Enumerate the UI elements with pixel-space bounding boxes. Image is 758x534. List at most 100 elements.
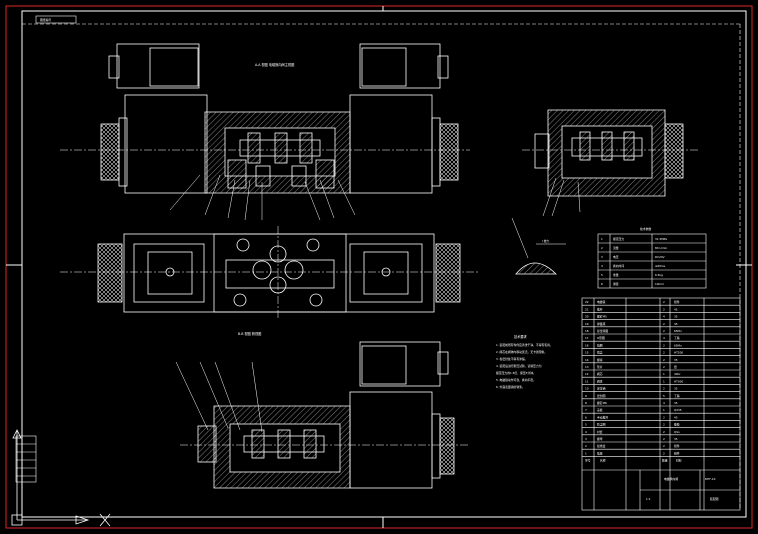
bom-material: 纸 (674, 365, 677, 369)
bom-name: 手动推杆 (597, 415, 608, 419)
bom-name: 弹簧座 (597, 322, 606, 326)
bom-qty: 2 (663, 343, 665, 347)
bom-name: O形圈 (597, 336, 605, 340)
bom-no: 13 (585, 365, 589, 369)
ucs-icon (11, 429, 111, 527)
bom-no: 4 (585, 430, 587, 434)
bom-no: 22 (585, 300, 589, 304)
bom-no: 18 (585, 329, 589, 333)
bom-no: 10 (585, 387, 589, 391)
bom-no: 7 (585, 408, 587, 412)
bom-no: 3 (585, 437, 587, 441)
tech-item: 额定压力的1.5倍，保压5分钟。 (496, 371, 536, 375)
spec-row-name: 电压 (613, 255, 619, 259)
spec-row-name: 重量 (613, 273, 619, 277)
title-block: 电磁换向阀 DHF-10 1:1 装配图 (582, 469, 740, 510)
spec-row-no: 4 (601, 264, 603, 268)
bom-header-cell: 数量 (662, 459, 668, 463)
bom-qty: 2 (663, 358, 665, 362)
bom-no: 16 (585, 343, 589, 347)
bom-qty: 2 (663, 430, 665, 434)
bom-material: 35 (674, 315, 678, 319)
bom-material: 组件 (674, 451, 680, 455)
bom-name: 垫片 (597, 365, 603, 369)
bom-no: 15 (585, 351, 589, 355)
stamp-text: 图纸编号 (40, 18, 51, 22)
section-view-label: B-B 视图 俯视图 (238, 331, 261, 336)
bom-material: HT300 (674, 379, 683, 383)
bom-name: 防尘圈 (597, 423, 606, 427)
tech-title: 技术要求 (514, 334, 528, 339)
bom-name: 复位弹簧 (597, 329, 608, 333)
bom-material: 45 (674, 322, 678, 326)
bom-qty: 2 (663, 307, 665, 311)
bom-no: 8 (585, 401, 587, 405)
bom-no: 1 (585, 451, 587, 455)
bom-material: 65Mn (674, 343, 682, 347)
bom-no: 12 (585, 372, 589, 376)
top-view (60, 226, 480, 320)
bom-qty: 2 (663, 437, 665, 441)
bom-qty: 2 (663, 387, 665, 391)
bom-header-cell: 名称 (600, 459, 606, 463)
spec-row-value: 6.5kg (655, 273, 663, 277)
bom-material: 丁腈 (674, 394, 680, 398)
spec-row-no: 1 (601, 237, 603, 241)
spec-row-value: 80 L/min (655, 246, 667, 250)
bom-name: 螺塞 (597, 358, 603, 362)
bom-material: 丁腈 (674, 336, 680, 340)
bom-name: 盖板 (597, 408, 603, 412)
detail-view: I 放大 (511, 217, 566, 275)
bom-no: 19 (585, 322, 589, 326)
spec-title: 技术参数 (640, 227, 651, 231)
bom-material: 35 (674, 358, 678, 362)
spec-row-value: ≤60ms (655, 264, 666, 268)
title-sheet: 装配图 (710, 497, 719, 501)
spec-row-no: 3 (601, 255, 603, 259)
bom-qty: 2 (663, 423, 665, 427)
spec-row-value: DC24V (655, 255, 665, 259)
tech-item: 1. 装配前所有零件应清洗干净，不得有毛刺。 (496, 343, 553, 347)
bom-name: 挡圈 (597, 343, 603, 347)
bom-qty: 2 (663, 322, 665, 326)
spec-row-name: 额定压力 (613, 237, 624, 241)
tech-item: 5. 电磁铁动作可靠，换向平稳。 (496, 378, 536, 382)
bom-name: 端盖 (597, 351, 603, 355)
bom-name: 定位销 (597, 387, 606, 391)
bom-qty: 2 (663, 329, 665, 333)
bom-material: 45 (674, 307, 678, 311)
title-scale: 1:1 (646, 497, 651, 501)
bom-qty: 2 (663, 444, 665, 448)
spec-row-no: 6 (601, 282, 603, 286)
bom-name: 密封圈 (597, 394, 606, 398)
tech-item: 2. 阀芯在阀体内移动灵活，无卡滞现象。 (496, 350, 547, 354)
bom-qty: 2 (663, 415, 665, 419)
bom-no: 21 (585, 307, 589, 311)
drawing-frame (5, 5, 753, 529)
bom-qty: 1 (663, 372, 665, 376)
spec-row-no: 2 (601, 246, 603, 250)
bom-qty: 2 (663, 451, 665, 455)
bom-no: 9 (585, 394, 587, 398)
bom-name: 接线盒 (597, 444, 606, 448)
bom-name: 推杆 (597, 307, 603, 311)
bom-material: 35 (674, 401, 678, 405)
bom-name: 阀体 (597, 379, 603, 383)
bom-header-cell: 材料 (676, 459, 682, 463)
bom-no: 17 (585, 336, 589, 340)
bom-name: 电磁铁 (597, 300, 606, 304)
bom-qty: 2 (663, 300, 665, 304)
side-marks (15, 435, 37, 483)
bom-qty: 2 (663, 351, 665, 355)
front-view: A-A 视图 电磁换向阀主视图 (60, 43, 470, 221)
bom-no: 6 (585, 415, 587, 419)
title-name: 电磁换向阀 (664, 477, 678, 481)
front-view-label: A-A 视图 电磁换向阀主视图 (255, 62, 294, 67)
drawing-stamp: 图纸编号 (35, 15, 77, 24)
bom-name: 插座 (597, 451, 603, 455)
bom-name: 螺钉M6 (597, 401, 607, 405)
bom-header-cell: 序号 (585, 459, 591, 463)
bom-qty: 4 (663, 336, 665, 340)
